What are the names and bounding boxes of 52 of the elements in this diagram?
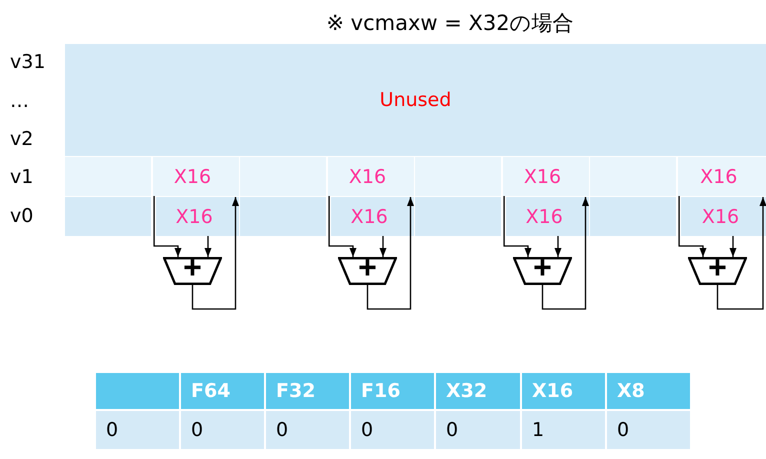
arrow	[380, 236, 386, 257]
adder-symbol: +	[688, 257, 747, 285]
title: ※ vcmaxw = X32の場合	[326, 10, 574, 37]
register-cell	[590, 197, 676, 236]
arrow	[678, 196, 706, 257]
table-cell: 0	[96, 411, 179, 449]
register-cell	[415, 197, 501, 236]
row-label: …	[10, 89, 29, 114]
arrow	[328, 196, 356, 257]
table-cell: 0	[351, 411, 434, 449]
table-cell: 1	[522, 411, 605, 449]
register-cell: X16	[678, 157, 766, 196]
row-label: v31	[10, 50, 46, 75]
arrow	[542, 197, 589, 310]
arrow	[554, 236, 562, 257]
register-cell	[415, 157, 501, 196]
arrow	[366, 197, 414, 310]
register-cell	[240, 197, 326, 236]
row-label: v2	[10, 127, 34, 152]
arrow	[730, 236, 736, 257]
register-cell: X16	[328, 157, 414, 196]
register-cell	[590, 157, 676, 196]
arrow	[192, 197, 239, 310]
arrow	[716, 197, 766, 310]
table-cell: 0	[607, 411, 690, 449]
table-header-cell: X32	[436, 373, 520, 409]
row-label: v0	[10, 204, 34, 229]
table-cell: 0	[266, 411, 349, 449]
adder-symbol: +	[513, 257, 572, 285]
arrow	[503, 196, 532, 257]
register-cell: X16	[681, 197, 766, 236]
adder-symbol: +	[163, 257, 222, 285]
register-cell: X16	[152, 157, 238, 196]
row-label: v1	[10, 165, 34, 190]
arrow	[153, 196, 182, 257]
table-header-cell: F16	[351, 373, 434, 409]
register-cell: X16	[502, 157, 588, 196]
table-header-cell: X16	[522, 373, 605, 409]
register-cell: X16	[156, 197, 238, 236]
unused-region: Unused	[65, 44, 766, 156]
register-cell: X16	[331, 197, 414, 236]
register-cell: X16	[506, 197, 588, 236]
table-header-cell: F32	[266, 373, 349, 409]
arrow	[204, 236, 212, 257]
table-header-cell: F64	[181, 373, 264, 409]
adder-symbol: +	[338, 257, 397, 285]
register-cell	[65, 157, 151, 196]
table-header-cell: X8	[607, 373, 690, 409]
register-cell	[65, 197, 151, 236]
register-cell	[240, 157, 326, 196]
table-cell: 0	[436, 411, 520, 449]
table-cell: 0	[181, 411, 264, 449]
